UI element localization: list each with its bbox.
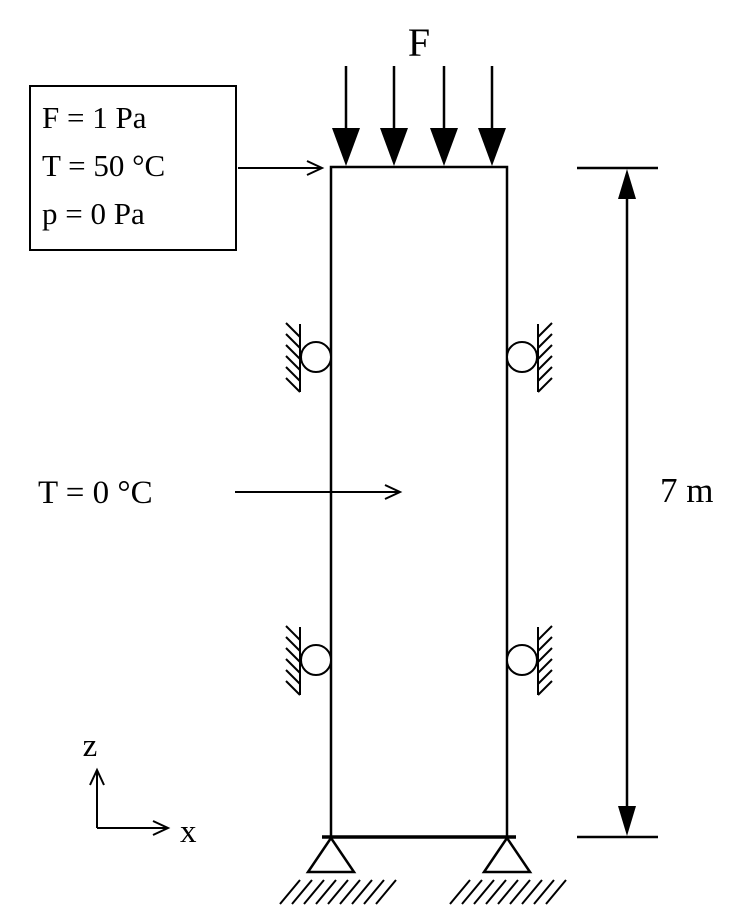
load-label: F bbox=[408, 20, 430, 65]
info-box-line-3: p = 0 Pa bbox=[42, 196, 145, 231]
pin-support-left bbox=[279, 835, 397, 905]
x-axis-label: x bbox=[180, 814, 197, 850]
load-arrow bbox=[478, 66, 506, 166]
info-box-line-1: F = 1 Pa bbox=[42, 100, 147, 135]
temperature-label: T = 0 °C bbox=[38, 475, 153, 511]
load-arrows bbox=[332, 66, 506, 166]
z-axis-label: z bbox=[83, 728, 98, 764]
info-box-border bbox=[29, 85, 237, 251]
load-arrow bbox=[332, 66, 360, 166]
roller-support-lower-left bbox=[285, 625, 332, 696]
dimension-label: 7 m bbox=[660, 471, 713, 510]
roller-support-upper-right bbox=[506, 322, 553, 393]
load-arrow bbox=[380, 66, 408, 166]
dimension-arrow-top bbox=[618, 169, 636, 199]
info-box-line-2: T = 50 °C bbox=[42, 148, 165, 183]
column-body bbox=[329, 165, 509, 839]
pin-support-right bbox=[449, 835, 567, 905]
dimension-arrow-bottom bbox=[618, 806, 636, 836]
ground-hatching-right bbox=[449, 879, 567, 905]
ground-hatching-left bbox=[279, 879, 397, 905]
dimension-annotation: 7 m bbox=[577, 166, 713, 839]
roller-support-upper-left bbox=[285, 322, 332, 393]
load-arrow bbox=[430, 66, 458, 166]
coordinate-axes: z x bbox=[83, 728, 197, 850]
temperature-annotation: T = 0 °C bbox=[38, 475, 403, 511]
roller-support-lower-right bbox=[506, 625, 553, 696]
boundary-condition-box: F = 1 Pa T = 50 °C p = 0 Pa bbox=[29, 85, 325, 251]
